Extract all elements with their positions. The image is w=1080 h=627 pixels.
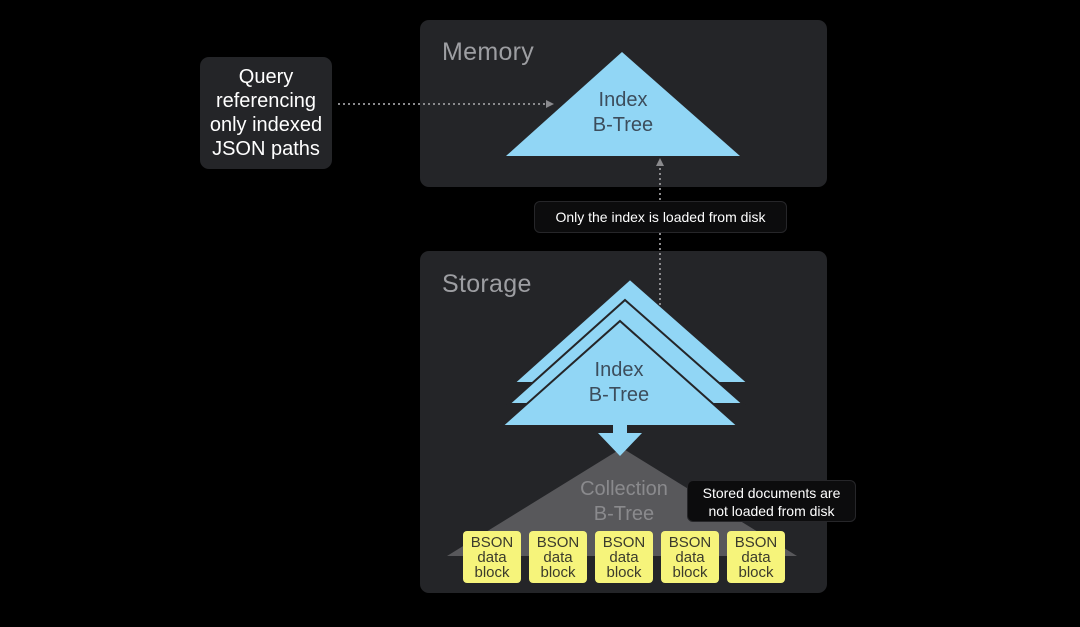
memory-title: Memory: [442, 38, 535, 66]
bson-block-line: block: [540, 564, 576, 581]
memory-index-label-line: Index: [598, 89, 648, 111]
bson-block-line: block: [672, 564, 708, 581]
bson-block-line: data: [741, 549, 771, 566]
memory-index-label-line: B-Tree: [592, 114, 654, 136]
query-box: Query referencing only indexed JSON path…: [200, 57, 332, 169]
bson-block-line: block: [606, 564, 642, 581]
bson-block-line: data: [477, 549, 507, 566]
bson-data-block: BSON data block: [463, 531, 521, 583]
memory-index-triangle: [506, 52, 740, 156]
bson-block-line: BSON: [470, 534, 514, 551]
bson-block-line: BSON: [536, 534, 580, 551]
bson-block-line: block: [474, 564, 510, 581]
index-to-collection-arrow: [598, 411, 642, 456]
storage-index-label-line: B-Tree: [588, 384, 650, 406]
storage-title: Storage: [442, 270, 532, 298]
query-line: JSON paths: [212, 138, 320, 160]
index-loaded-note: Only the index is loaded from disk: [534, 201, 787, 233]
query-line: referencing: [215, 90, 317, 112]
bson-data-block: BSON data block: [727, 531, 785, 583]
collection-label: Collection B-Tree: [554, 477, 694, 527]
bson-data-block: BSON data block: [595, 531, 653, 583]
bson-block-line: data: [543, 549, 573, 566]
memory-index-label: Index B-Tree: [573, 88, 673, 138]
bson-block-line: BSON: [734, 534, 778, 551]
storage-index-label-line: Index: [594, 359, 644, 381]
bson-data-block: BSON data block: [529, 531, 587, 583]
docs-note-line: not loaded from disk: [708, 503, 835, 519]
collection-triangle: [447, 448, 797, 556]
query-line: Query: [238, 66, 294, 88]
bson-block-line: data: [609, 549, 639, 566]
storage-index-label: Index B-Tree: [569, 358, 669, 408]
docs-note-line: Stored documents are: [702, 485, 841, 501]
bson-block-line: block: [738, 564, 774, 581]
bson-block-line: BSON: [668, 534, 712, 551]
collection-label-line: Collection: [580, 478, 668, 500]
bson-block-line: data: [675, 549, 705, 566]
bson-block-line: BSON: [602, 534, 646, 551]
documents-not-loaded-note: Stored documents are not loaded from dis…: [687, 480, 856, 522]
collection-label-line: B-Tree: [593, 503, 655, 525]
bson-data-block: BSON data block: [661, 531, 719, 583]
query-line: only indexed: [209, 114, 323, 136]
